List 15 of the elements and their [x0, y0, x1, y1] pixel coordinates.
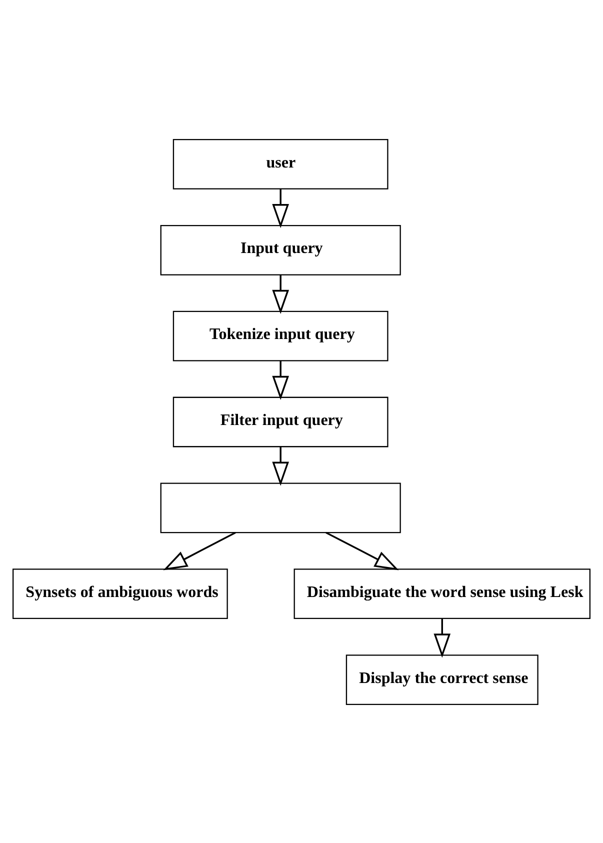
arrow [326, 531, 399, 570]
node-box: Synsets of ambiguous words [12, 568, 228, 619]
arrow [272, 360, 290, 400]
node-box: Display the correct sense [346, 654, 538, 704]
arrow [272, 188, 290, 228]
node-box: Disambiguate the word sense using Lesk [294, 568, 590, 619]
arrow [272, 446, 290, 486]
arrow [163, 531, 236, 570]
node-box [160, 482, 401, 533]
node-box: Filter input query [172, 396, 388, 447]
arrow [434, 618, 451, 658]
node-box: Tokenize input query [172, 310, 388, 361]
node-box: user [172, 138, 388, 189]
arrow [272, 274, 290, 314]
node-box: Input query [160, 224, 401, 275]
